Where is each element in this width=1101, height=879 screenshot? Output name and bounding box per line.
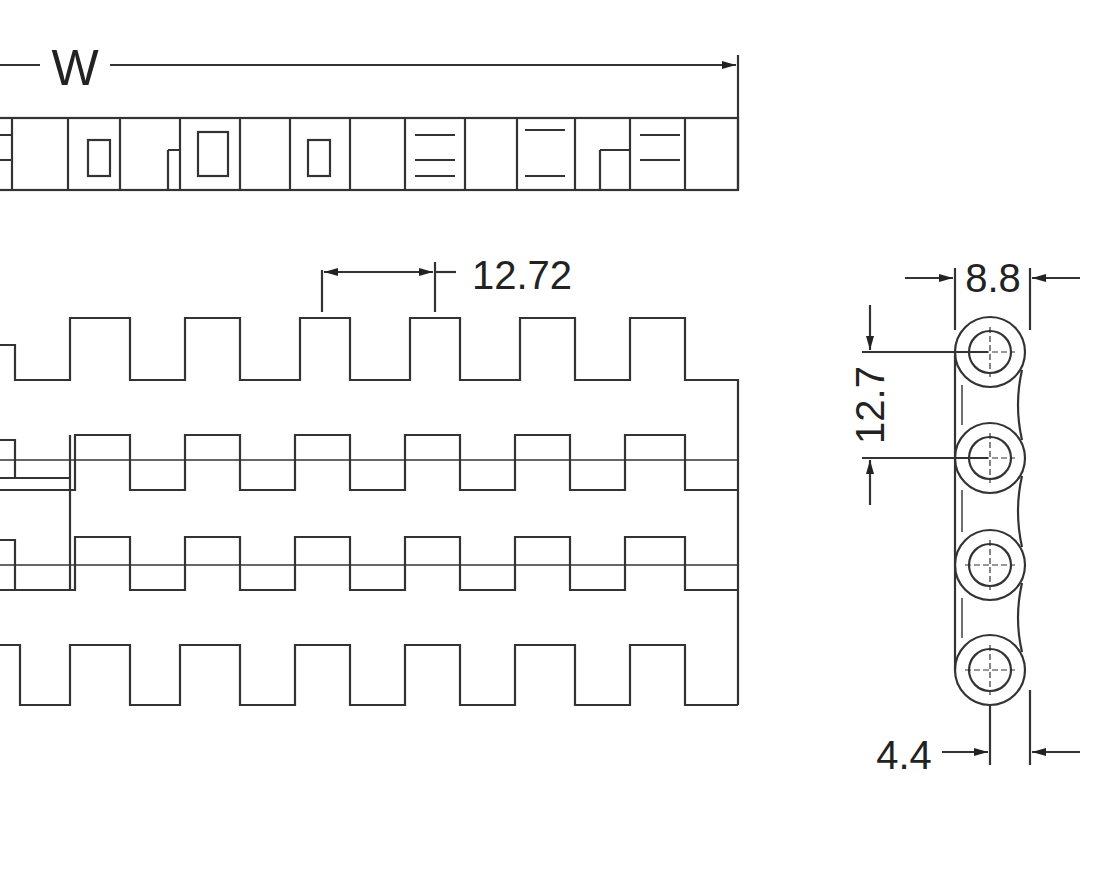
leader-line	[435, 271, 456, 273]
dimension-line	[324, 271, 378, 273]
dimension-line	[942, 751, 988, 753]
dimension-line	[378, 271, 433, 273]
dimension-line	[1032, 751, 1080, 753]
dimension-line	[1032, 277, 1080, 279]
dimension-label: 8.8	[963, 258, 1023, 298]
extension-line	[990, 690, 1030, 765]
dimension-label: 4.4	[874, 735, 934, 775]
extension-line	[322, 262, 435, 312]
dimension-label: 12.7	[850, 364, 890, 446]
dimension-line	[905, 277, 953, 279]
dimension-line	[869, 460, 871, 505]
dimension-line	[869, 305, 871, 350]
dimension-label: W	[49, 43, 100, 93]
belt-plan-view	[0, 318, 738, 705]
belt-side-view	[955, 317, 1025, 705]
dimension-label: 12.72	[470, 255, 574, 295]
belt-edge-view	[0, 118, 738, 190]
dimension-line	[0, 64, 736, 66]
